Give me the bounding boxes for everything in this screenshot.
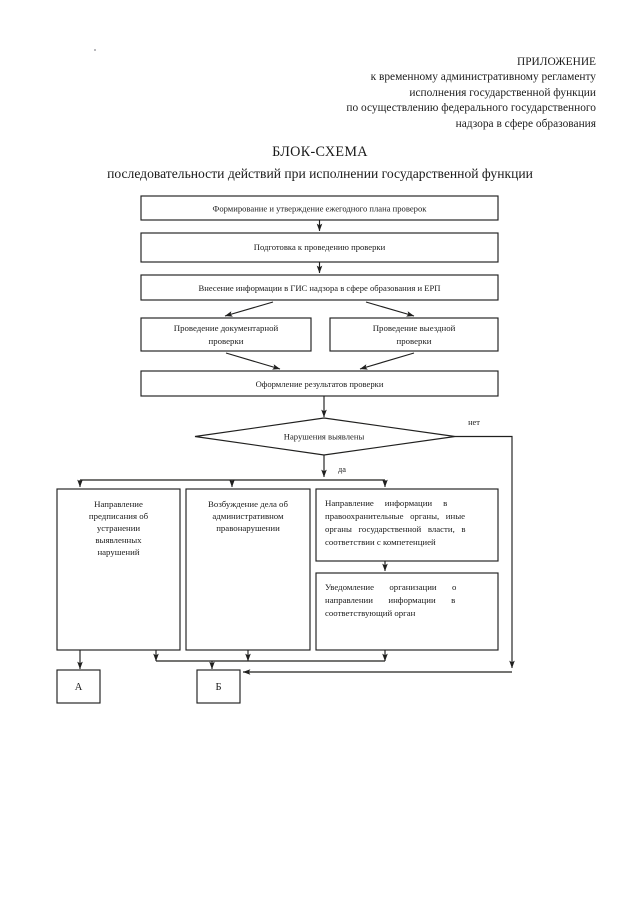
node-n4-box: [140, 317, 312, 352]
edge-label-yes: да: [338, 465, 346, 474]
node-n6-box: [140, 370, 499, 397]
scan-artifact-dot: [94, 49, 96, 51]
header-line-2: к временному административному регламент…: [370, 71, 596, 84]
node-n11-label-line3: соответствующий орган: [325, 608, 416, 618]
node-n8-label-line4: выявленных: [95, 535, 142, 545]
node-n11-label-line2: направлении информации в: [325, 595, 455, 605]
header-line-4: по осуществлению федерального государств…: [346, 102, 596, 115]
node-n10-label-line3: органы государственной власти, в: [325, 524, 466, 534]
node-n2-label: Подготовка к проведению проверки: [254, 242, 386, 252]
node-n5-box: [329, 317, 499, 352]
document-header: ПРИЛОЖЕНИЕ к временному административном…: [300, 55, 596, 132]
node-terminator-a-label: А: [75, 682, 83, 693]
node-n10-label-line1: Направление информации в: [325, 498, 447, 508]
node-n11-box: [315, 572, 499, 651]
node-n8-label-line1: Направление: [94, 499, 143, 509]
node-n8-label-line5: нарушений: [97, 547, 139, 557]
node-n1-box: [140, 195, 499, 221]
node-n3-box: [140, 274, 499, 301]
header-line-1: ПРИЛОЖЕНИЕ: [516, 56, 596, 68]
node-n4-label-line1: Проведение документарной: [174, 323, 279, 333]
page-subtitle: последовательности действий при исполнен…: [107, 166, 533, 181]
node-n4-label-line2: проверки: [209, 336, 244, 346]
edge-no-path: [455, 435, 515, 669]
node-n9-label-line3: правонарушении: [216, 523, 280, 533]
node-n7-label: Нарушения выявлены: [284, 432, 365, 442]
node-n5-label-line2: проверки: [397, 336, 432, 346]
header-line-3: исполнения государственной функции: [409, 86, 596, 99]
node-n9-label-line1: Возбуждение дела об: [208, 499, 288, 509]
edge-n5-n6: [359, 352, 415, 370]
node-n5-label-line1: Проведение выездной: [373, 323, 456, 333]
node-n10-label-line2: правоохранительные органы, иные: [325, 511, 465, 521]
node-n8-label-line3: устранении: [97, 523, 141, 533]
node-n3-label: Внесение информации в ГИС надзора в сфер…: [199, 283, 441, 293]
edge-n3-n4: [224, 301, 274, 317]
edge-label-no: нет: [468, 418, 480, 427]
node-terminator-b-label: Б: [215, 682, 221, 693]
page-title-block: БЛОК-СХЕМА последовательности действий п…: [0, 144, 640, 182]
node-n9-box: [185, 488, 311, 651]
node-n8-box: [56, 488, 181, 651]
node-n1-label: Формирование и утверждение ежегодного пл…: [213, 204, 428, 214]
node-terminator-b-box: [196, 669, 241, 704]
node-n10-label-line4: соответствии с компетенцией: [325, 537, 436, 547]
node-n8-label-line2: предписания об: [89, 511, 149, 521]
header-line-5: надзора в сфере образования: [455, 117, 596, 130]
node-n6-label: Оформление результатов проверки: [256, 379, 384, 389]
node-terminator-a-box: [56, 669, 101, 704]
node-n10-box: [315, 488, 499, 562]
edge-n3-n5: [365, 301, 415, 317]
page-title: БЛОК-СХЕМА: [272, 144, 368, 160]
node-n11-label-line1: Уведомление организации о: [325, 582, 457, 592]
node-n9-label-line2: административном: [212, 511, 284, 521]
edge-n4-n6: [225, 352, 281, 370]
